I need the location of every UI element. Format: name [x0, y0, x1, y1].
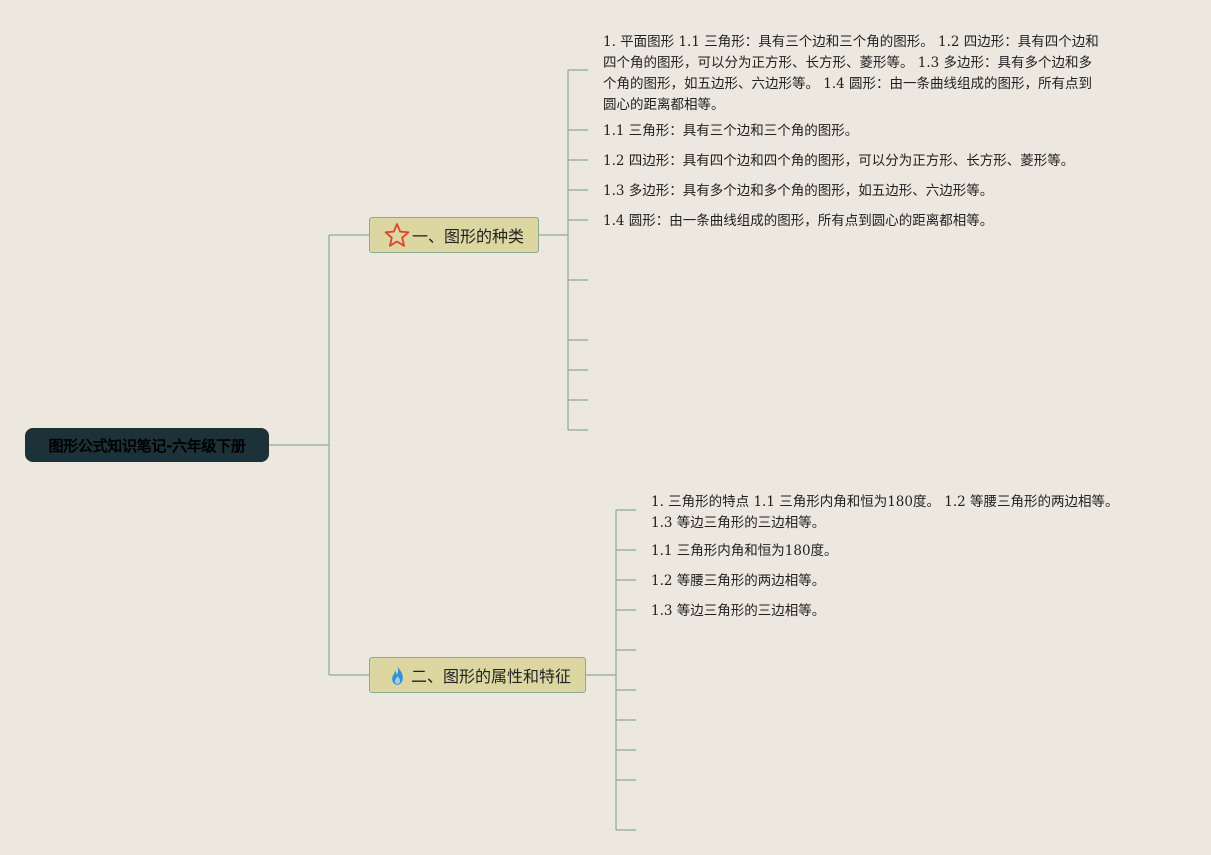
branch-topic-label: 二、图形的属性和特征: [410, 667, 571, 686]
leaf-topic[interactable]: 1.2 等腰三角形的两边相等。: [651, 573, 826, 589]
branch-topic-shape-properties[interactable]: 二、图形的属性和特征: [369, 657, 586, 693]
leaf-topic[interactable]: 1.1 三角形：具有三个边和三个角的图形。: [603, 123, 859, 139]
leaf-topic[interactable]: 1.4 圆形：由一条曲线组成的图形，所有点到圆心的距离都相等。: [603, 213, 994, 229]
leaf-topic[interactable]: 1.1 三角形内角和恒为180度。: [651, 543, 838, 559]
star-icon: [384, 223, 410, 247]
leaf-topic[interactable]: 1.2 四边形：具有四个边和四个角的图形，可以分为正方形、长方形、菱形等。: [603, 153, 1075, 169]
leaf-topic[interactable]: 1. 平面图形 1.1 三角形：具有三个边和三个角的图形。 1.2 四边形：具有…: [603, 34, 1099, 113]
branch-topic-label: 一、图形的种类: [411, 227, 524, 246]
root-topic-label: 图形公式知识笔记-六年级下册: [48, 436, 246, 455]
leaf-topic[interactable]: 1. 三角形的特点 1.1 三角形内角和恒为180度。 1.2 等腰三角形的两边…: [651, 494, 1119, 531]
root-topic[interactable]: 图形公式知识笔记-六年级下册: [25, 428, 269, 462]
leaf-topic[interactable]: 1.3 等边三角形的三边相等。: [651, 603, 826, 619]
leaf-topic[interactable]: 1.3 多边形：具有多个边和多个角的图形，如五边形、六边形等。: [603, 183, 994, 199]
branch-topic-shape-types[interactable]: 一、图形的种类: [369, 217, 539, 253]
flame-icon: [392, 665, 403, 685]
